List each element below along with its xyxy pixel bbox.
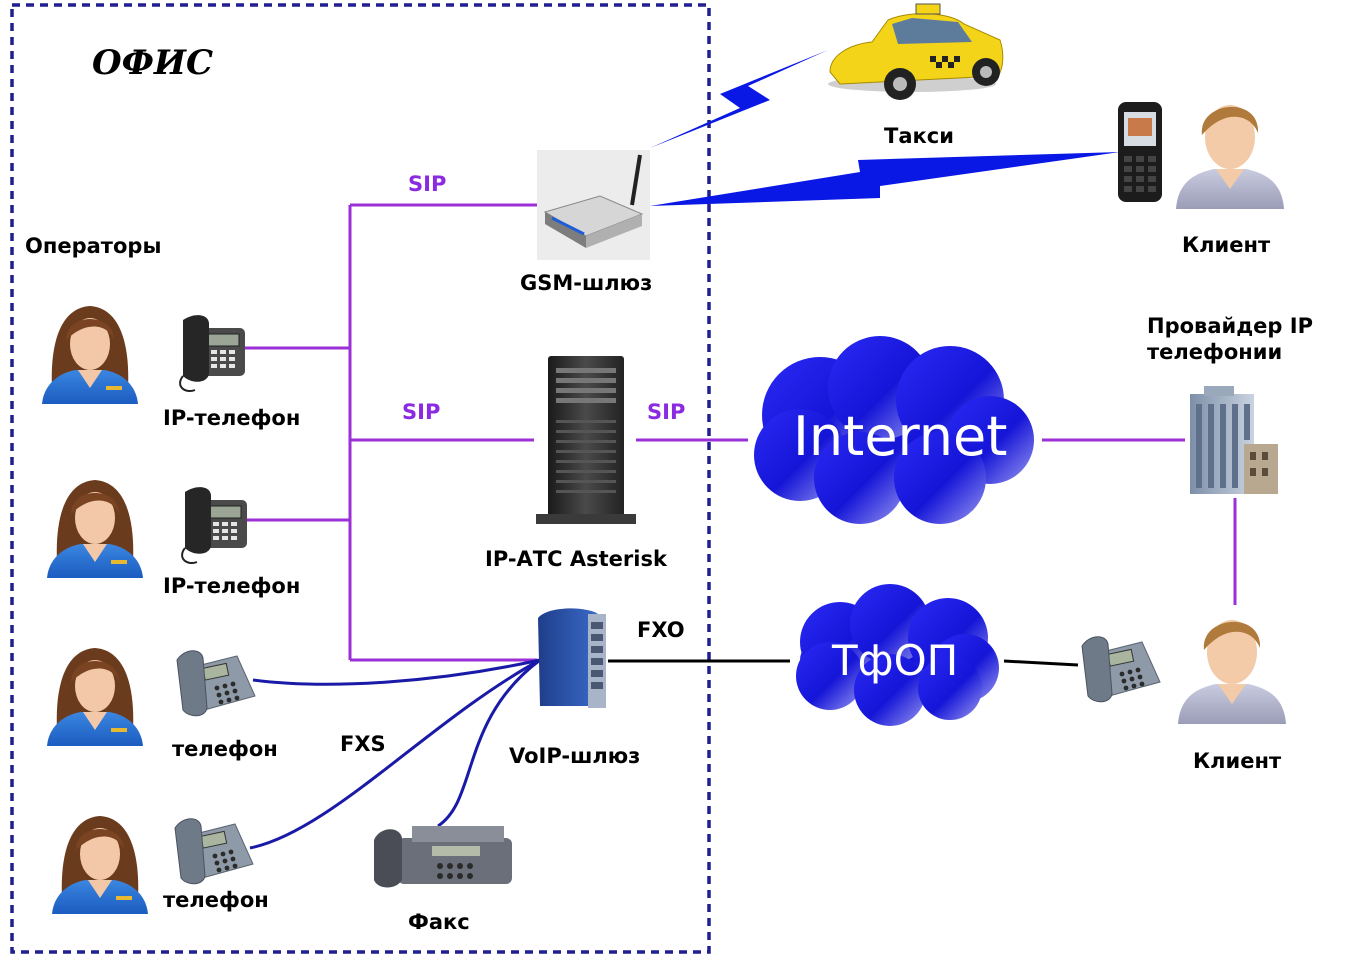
fxs-links	[249, 658, 541, 850]
ip-pbx-label: IP-АТС Asterisk	[485, 547, 667, 571]
fxo-label: FXO	[637, 618, 685, 642]
client-label-pstn: Клиент	[1193, 749, 1282, 773]
voip-gateway-icon	[538, 608, 606, 708]
office-title: ОФИС	[92, 43, 214, 83]
fax-icon	[374, 826, 512, 888]
gsm-gateway-label: GSM-шлюз	[520, 271, 653, 295]
taxi-car-icon	[828, 3, 1004, 100]
operators-label: Операторы	[25, 234, 162, 258]
ip-phone-label-2: IP-телефон	[163, 574, 301, 598]
ip-phone-label-1: IP-телефон	[163, 406, 301, 430]
fax-label: Факс	[408, 910, 470, 934]
ip-phone-icon-2	[181, 486, 248, 565]
sip-label-pbx-left: SIP	[402, 400, 441, 424]
voip-gateway-label: VoIP-шлюз	[509, 744, 641, 768]
provider-building-icon	[1190, 386, 1278, 494]
analog-phone-icon-2	[174, 818, 254, 885]
pstn-cloud-label: ТфОП	[832, 636, 959, 685]
analog-phone-icon-1	[176, 650, 256, 717]
analog-phone-icon-client	[1081, 636, 1161, 703]
internet-cloud	[754, 336, 1034, 524]
provider-label: Провайдер IP телефонии	[1147, 314, 1313, 365]
operator-avatar-1	[42, 306, 138, 404]
operator-avatar-3	[47, 648, 143, 746]
sip-label-pbx-right: SIP	[647, 400, 686, 424]
phone-label-2: телефон	[163, 888, 269, 912]
fxs-label: FXS	[340, 732, 386, 756]
operator-avatar-4	[52, 816, 148, 914]
sip-label-gsm: SIP	[408, 172, 447, 196]
wireless-links	[650, 50, 1120, 206]
sip-bus	[245, 203, 1237, 662]
gsm-gateway-icon	[537, 150, 650, 260]
ip-pbx-server-icon	[536, 356, 636, 524]
operator-avatar-2	[47, 480, 143, 578]
mobile-phone-icon	[1118, 102, 1162, 202]
internet-cloud-label: Internet	[793, 405, 1008, 468]
phone-label-1: телефон	[172, 737, 278, 761]
client-label-gsm: Клиент	[1182, 233, 1271, 257]
client-avatar-pstn	[1178, 620, 1286, 724]
taxi-label: Такси	[884, 124, 954, 148]
pstn-cloud	[796, 584, 999, 726]
fxo-link	[608, 659, 1079, 667]
office-boundary	[10, 3, 711, 954]
client-avatar-gsm	[1176, 105, 1284, 209]
ip-phone-icon-1	[179, 314, 246, 393]
